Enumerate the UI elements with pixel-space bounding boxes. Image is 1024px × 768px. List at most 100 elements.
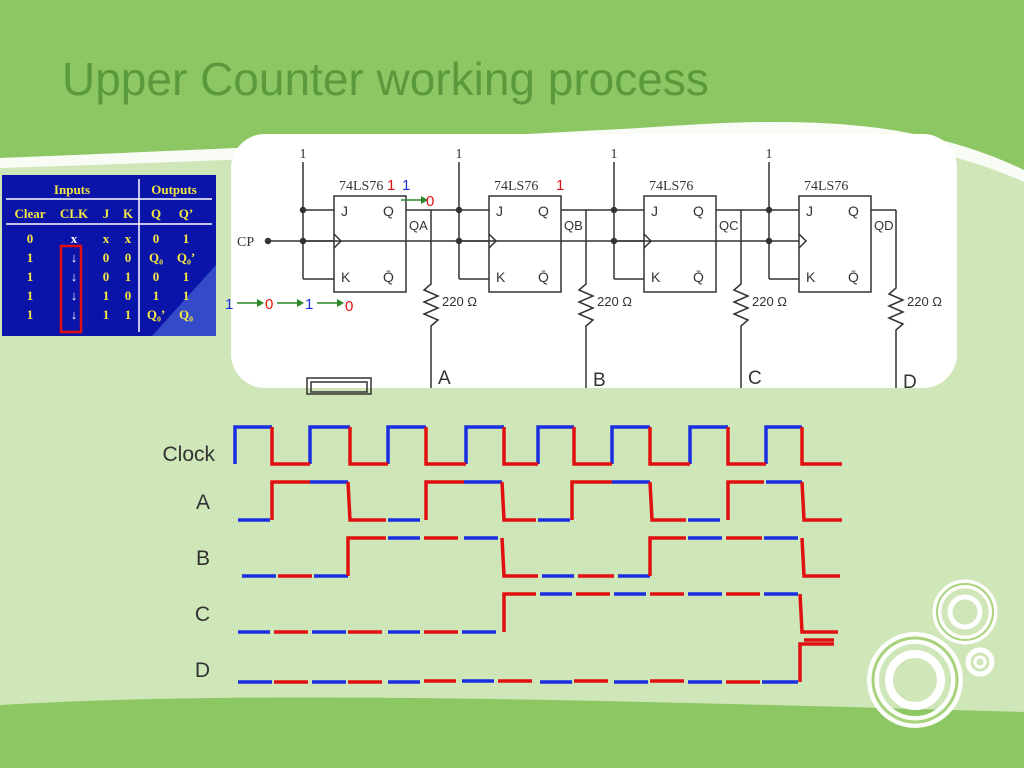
- annot-seq-arrowhead-1: [257, 299, 264, 307]
- ff4-pin-j: J: [806, 203, 813, 219]
- header-inputs: Inputs: [54, 182, 90, 197]
- ff4-pin-q: Q: [848, 203, 859, 219]
- annot-ff1-blue-1: 1: [402, 177, 410, 194]
- annot-seq-4: 0: [345, 298, 353, 315]
- chip-label-2: 74LS76: [494, 179, 538, 194]
- annot-ff2-top: 1: [556, 177, 564, 194]
- header-outputs: Outputs: [151, 182, 197, 197]
- ff4-pin-qbar: Q̄: [848, 269, 859, 285]
- output-qa: QA: [409, 218, 428, 233]
- vcc-label-2: 1: [456, 147, 463, 162]
- annot-arrowhead-ff1: [421, 196, 428, 204]
- vcc-label-3: 1: [611, 147, 618, 162]
- ff1-pin-j: J: [341, 203, 348, 219]
- truth-cell-r1-c5: Q₀’: [177, 250, 195, 265]
- annot-ff1-out: 0: [426, 193, 434, 210]
- resistor-label-b: 220 Ω: [597, 294, 632, 309]
- vcc-label-1: 1: [300, 147, 307, 162]
- truth-cell-r0-c1: x: [71, 231, 78, 246]
- a-wave-blue: [238, 480, 802, 522]
- chip-label-3: 74LS76: [649, 179, 693, 194]
- ff1-pin-qbar: Q̄: [383, 269, 394, 285]
- col-k: K: [123, 206, 134, 221]
- ff1-pin-q: Q: [383, 203, 394, 219]
- lamp-c: C: [748, 368, 762, 389]
- truth-cell-r1-c1: ↓: [71, 250, 78, 265]
- c-wave-red: [274, 592, 838, 642]
- truth-cell-r4-c3: 1: [125, 307, 132, 322]
- annot-seq-3: 1: [305, 296, 313, 313]
- truth-cell-r1-c4: Q₀: [149, 250, 163, 265]
- lamp-d: D: [903, 372, 917, 393]
- wave-label-clock: Clock: [162, 443, 215, 466]
- truth-cell-r0-c3: x: [125, 231, 132, 246]
- wave-label-a: A: [195, 491, 210, 514]
- counter-schematic: 1 1 1 1 74LS76 74LS76 74LS76 74LS76 J Q …: [225, 147, 942, 395]
- col-q: Q: [151, 206, 161, 221]
- truth-cell-r1-c3: 0: [125, 250, 132, 265]
- truth-cell-r2-c1: ↓: [71, 269, 78, 284]
- truth-cell-r2-c3: 1: [125, 269, 132, 284]
- resistor-label-a: 220 Ω: [442, 294, 477, 309]
- vcc-label-4: 1: [766, 147, 773, 162]
- chip-label-1: 74LS76: [339, 179, 383, 194]
- resistor-label-c: 220 Ω: [752, 294, 787, 309]
- truth-cell-r0-c2: x: [103, 231, 110, 246]
- ff4-pin-k: K: [806, 269, 816, 285]
- annot-seq-2: 0: [265, 296, 273, 313]
- chip-label-4: 74LS76: [804, 179, 848, 194]
- wave-label-c: C: [194, 603, 210, 626]
- a-wave-red: [270, 480, 842, 522]
- annot-seq-arrowhead-3: [337, 299, 344, 307]
- ff2-pin-k: K: [496, 269, 506, 285]
- ff3-pin-j: J: [651, 203, 658, 219]
- col-qprime: Q’: [179, 206, 193, 221]
- slide-title: Upper Counter working process: [62, 53, 709, 105]
- truth-cell-r3-c4: 1: [153, 288, 160, 303]
- truth-cell-r3-c2: 1: [103, 288, 110, 303]
- lamp-a: A: [438, 368, 451, 389]
- ff2-pin-qbar: Q̄: [538, 269, 549, 285]
- d-wave-blue: [238, 679, 798, 684]
- timing-diagram: [233, 425, 842, 684]
- b-wave-red: [278, 536, 840, 578]
- ff3-pin-qbar: Q̄: [693, 269, 704, 285]
- output-qb: QB: [564, 218, 583, 233]
- annot-seq-1: 1: [225, 296, 233, 313]
- b-wave-blue: [242, 536, 798, 578]
- truth-cell-r1-c0: 1: [27, 250, 34, 265]
- truth-cell-r4-c2: 1: [103, 307, 110, 322]
- d-wave-red: [274, 642, 834, 684]
- ff3-pin-q: Q: [693, 203, 704, 219]
- annot-seq-arrowhead-2: [297, 299, 304, 307]
- truth-cell-r2-c4: 0: [153, 269, 160, 284]
- ff2-pin-q: Q: [538, 203, 549, 219]
- c-wave-blue: [238, 592, 798, 634]
- ff3-pin-k: K: [651, 269, 661, 285]
- counter-schematic-panel: 1 1 1 1 74LS76 74LS76 74LS76 74LS76 J Q …: [225, 134, 957, 395]
- clock-wave-blue: [233, 425, 802, 464]
- truth-cell-r0-c0: 0: [27, 231, 34, 246]
- truth-cell-r3-c0: 1: [27, 288, 34, 303]
- truth-cell-r2-c0: 1: [27, 269, 34, 284]
- col-clk: CLK: [60, 206, 89, 221]
- truth-cell-r2-c5: 1: [183, 269, 190, 284]
- ff2-pin-j: J: [496, 203, 503, 219]
- resistor-label-d: 220 Ω: [907, 294, 942, 309]
- truth-cell-r4-c0: 1: [27, 307, 34, 322]
- truth-cell-r3-c3: 0: [125, 288, 132, 303]
- truth-cell-r4-c1: ↓: [71, 307, 78, 322]
- truth-cell-r0-c4: 0: [153, 231, 160, 246]
- truth-cell-r4-c4: Q₀’: [147, 307, 165, 322]
- col-clear: Clear: [14, 206, 45, 221]
- wave-label-d: D: [194, 659, 210, 682]
- decorative-rings: [867, 579, 998, 728]
- output-qc: QC: [719, 218, 739, 233]
- truth-cell-r1-c2: 0: [103, 250, 110, 265]
- truth-cell-r3-c1: ↓: [71, 288, 78, 303]
- clk-highlight-box: [59, 244, 83, 334]
- ff1-pin-k: K: [341, 269, 351, 285]
- truth-cell-r4-c5: Q₀: [179, 307, 193, 322]
